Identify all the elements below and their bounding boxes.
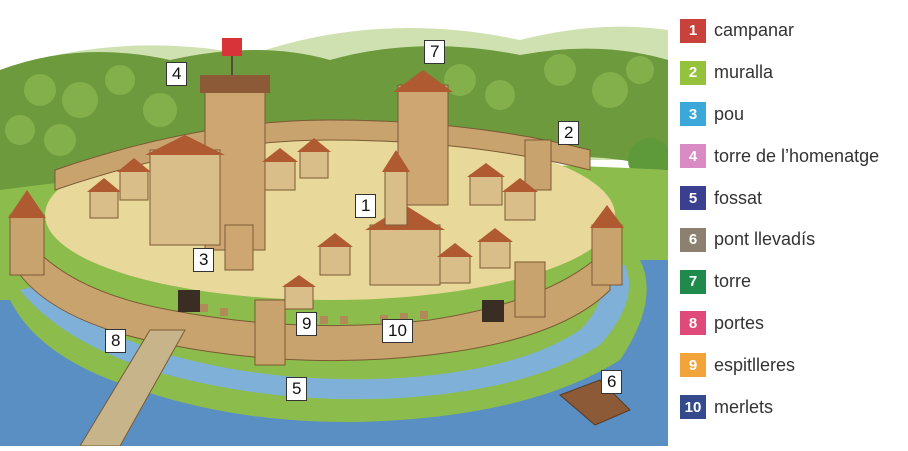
callout-9: 9 (296, 312, 317, 336)
left-gate (178, 290, 200, 312)
callout-4: 4 (166, 62, 187, 86)
legend-number-1: 1 (680, 19, 706, 43)
wall-tower (255, 300, 285, 365)
right-gate (482, 300, 504, 322)
callout-7: 7 (424, 40, 445, 64)
legend-number-7: 7 (680, 270, 706, 294)
legend-item: 9 espitlleres (680, 344, 908, 386)
castle-drawing (0, 0, 668, 446)
legend-item: 4 torre de l’homenatge (680, 135, 908, 177)
castle-illustration: 1 2 3 4 5 6 7 8 9 10 (0, 0, 668, 446)
legend-item: 6 pont llevadís (680, 219, 908, 261)
callout-5: 5 (286, 377, 307, 401)
legend-label: fossat (714, 188, 762, 209)
callout-2: 2 (558, 121, 579, 145)
legend-label: torre (714, 271, 751, 292)
well (225, 225, 253, 270)
legend-label: espitlleres (714, 355, 795, 376)
legend-number-2: 2 (680, 61, 706, 85)
legend-number-8: 8 (680, 311, 706, 335)
legend-number-9: 9 (680, 353, 706, 377)
bell-tower (385, 170, 407, 225)
legend-item: 8 portes (680, 303, 908, 345)
callout-1: 1 (355, 194, 376, 218)
legend-label: muralla (714, 62, 773, 83)
legend-item: 10 merlets (680, 386, 908, 428)
keep-top (200, 75, 270, 93)
legend-label: pou (714, 104, 744, 125)
front-gate-tower (515, 262, 545, 317)
legend-item: 1 campanar (680, 10, 908, 52)
legend-number-4: 4 (680, 144, 706, 168)
legend-number-10: 10 (680, 395, 706, 419)
great-hall (150, 150, 220, 245)
legend-item: 5 fossat (680, 177, 908, 219)
legend-label: campanar (714, 20, 794, 41)
legend-label: pont llevadís (714, 229, 815, 250)
legend-label: merlets (714, 397, 773, 418)
back-right-tower (525, 140, 551, 190)
legend: 1 campanar 2 muralla 3 pou 4 torre de l’… (680, 10, 908, 428)
right-tower (592, 225, 622, 285)
legend-number-5: 5 (680, 186, 706, 210)
legend-item: 7 torre (680, 261, 908, 303)
callout-6: 6 (601, 370, 622, 394)
legend-label: portes (714, 313, 764, 334)
church (370, 225, 440, 285)
left-tower (10, 215, 44, 275)
flag (222, 38, 242, 56)
callout-3: 3 (193, 248, 214, 272)
legend-item: 3 pou (680, 94, 908, 136)
callout-10: 10 (382, 319, 413, 343)
legend-label: torre de l’homenatge (714, 146, 879, 167)
legend-number-6: 6 (680, 228, 706, 252)
legend-item: 2 muralla (680, 52, 908, 94)
callout-8: 8 (105, 329, 126, 353)
legend-number-3: 3 (680, 102, 706, 126)
